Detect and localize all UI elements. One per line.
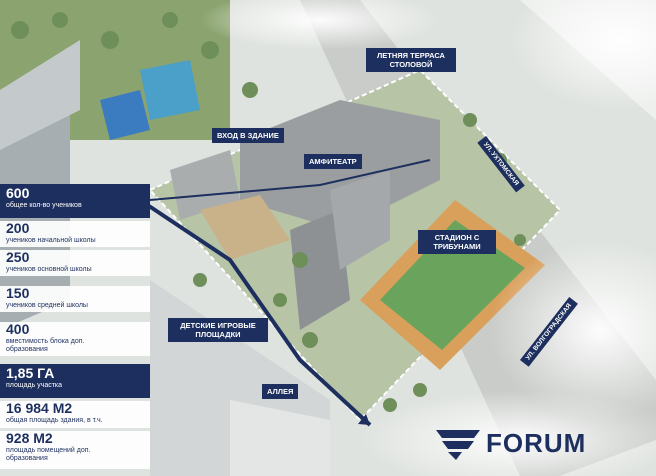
stat-value: 928 М2 <box>6 430 53 446</box>
stat-value: 250 <box>6 249 30 265</box>
stat-value: 400 <box>6 321 30 337</box>
forum-logo-text: FORUM <box>486 428 587 458</box>
stat-label: площадь помещений доп. образования <box>6 447 91 462</box>
stat-total-floor-area: 16 984 М2 общая площадь здания, в т.ч. <box>0 401 150 428</box>
stat-value: 600 <box>6 185 30 201</box>
stat-label: учеников начальной школы <box>6 237 96 244</box>
stat-value: 200 <box>6 220 30 236</box>
stat-extra-floor-area: 928 М2 площадь помещений доп. образовани… <box>0 431 150 469</box>
stat-site-area: 1,85 ГА площадь участка <box>0 364 150 398</box>
callout-alley: АЛЛЕЯ <box>262 384 299 399</box>
playground <box>200 195 290 260</box>
stat-secondary-students: 150 учеников средней школы <box>0 286 150 312</box>
callout-playgrounds: ДЕТСКИЕ ИГРОВЫЕ ПЛОЩАДКИ <box>168 318 268 342</box>
alley-path <box>138 198 372 427</box>
pool <box>140 60 200 120</box>
forum-logo-icon <box>436 430 480 460</box>
stat-basic-students: 250 учеников основной школы <box>0 250 150 276</box>
stat-label: общая площадь здания, в т.ч. <box>6 417 103 424</box>
stat-label: учеников основной школы <box>6 266 92 273</box>
callout-stadium: СТАДИОН С ТРИБУНАМИ <box>418 230 496 254</box>
stat-label: учеников средней школы <box>6 302 88 309</box>
stat-label: общее кол-во учеников <box>6 202 82 209</box>
callout-amphitheater: АМФИТЕАТР <box>304 154 362 169</box>
stat-extra-capacity: 400 вместимость блока доп. образования <box>0 322 150 356</box>
stat-total-students: 600 общее кол-во учеников <box>0 184 150 218</box>
callout-summer-terrace: ЛЕТНЯЯ ТЕРРАСА СТОЛОВОЙ <box>366 48 456 72</box>
stat-primary-students: 200 учеников начальной школы <box>0 221 150 247</box>
forum-logo: FORUM <box>434 424 634 464</box>
stat-value: 150 <box>6 285 30 301</box>
stat-label: вместимость блока доп. образования <box>6 338 85 353</box>
stat-value: 16 984 М2 <box>6 400 73 416</box>
callout-entrance: ВХОД В ЗДАНИЕ <box>212 128 284 143</box>
stat-value: 1,85 ГА <box>6 365 55 381</box>
stat-label: площадь участка <box>6 382 63 389</box>
